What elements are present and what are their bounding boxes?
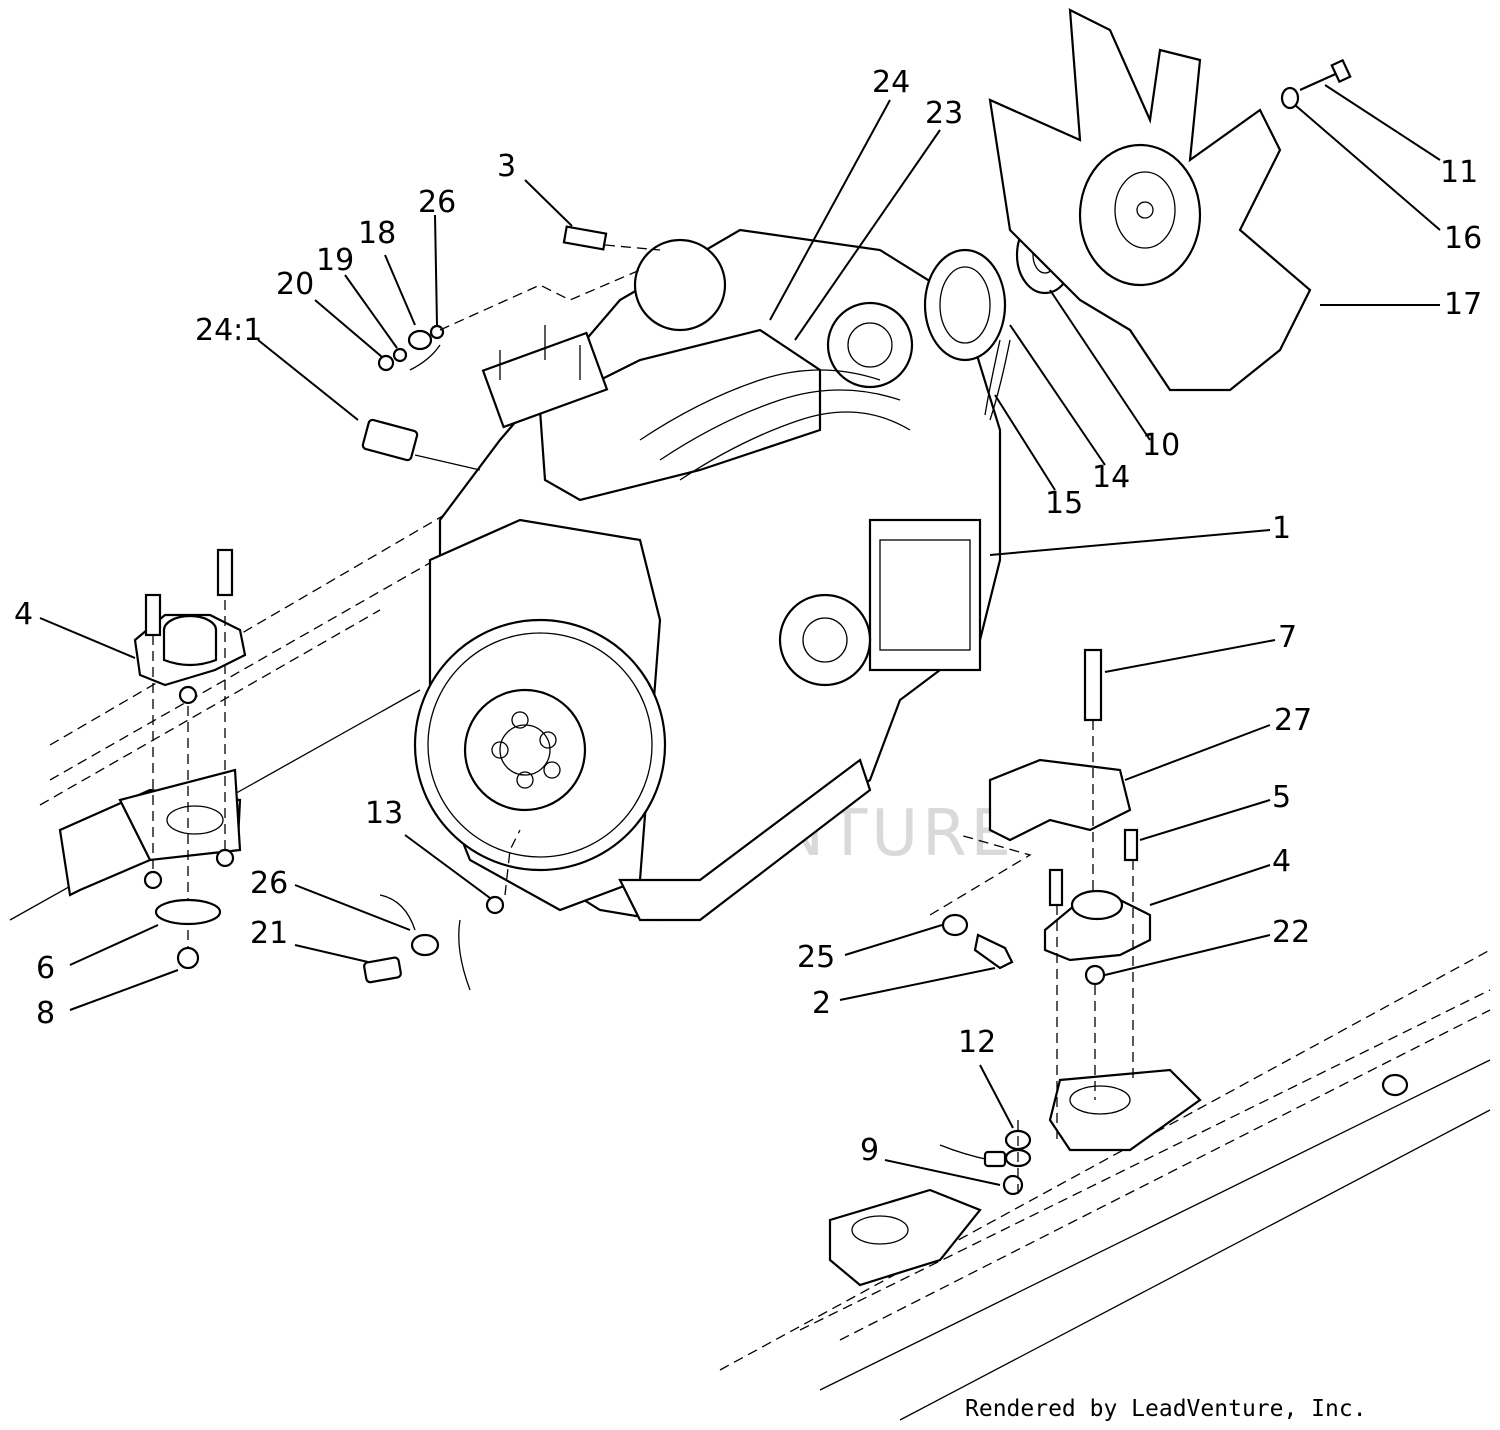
callout-20: 20 bbox=[276, 267, 314, 302]
callout-6: 6 bbox=[36, 951, 55, 986]
callout-24-1: 24:1 bbox=[195, 313, 262, 348]
callout-1: 1 bbox=[1272, 511, 1291, 546]
callout-18: 18 bbox=[358, 216, 396, 251]
engine-assembly bbox=[413, 228, 1002, 922]
callout-15: 15 bbox=[1045, 486, 1083, 521]
cooling-fan bbox=[988, 8, 1312, 392]
callout-26-lower: 26 bbox=[250, 866, 288, 901]
fan-bolt-and-washer bbox=[1280, 58, 1352, 110]
callout-13: 13 bbox=[365, 796, 403, 831]
callout-10: 10 bbox=[1142, 428, 1180, 463]
callout-8: 8 bbox=[36, 996, 55, 1031]
callout-12: 12 bbox=[958, 1025, 996, 1060]
callout-4-right: 4 bbox=[1272, 844, 1291, 879]
callout-4-left: 4 bbox=[14, 597, 33, 632]
callout-22: 22 bbox=[1272, 915, 1310, 950]
callout-19: 19 bbox=[316, 243, 354, 278]
callout-25: 25 bbox=[797, 940, 835, 975]
mount-bolt-and-washer bbox=[929, 834, 1032, 970]
left-engine-mount bbox=[133, 548, 247, 970]
ground-cable-lower bbox=[363, 829, 521, 991]
frame-rail-right bbox=[719, 949, 1491, 1421]
temp-sender bbox=[562, 225, 661, 251]
ground-cable-frame bbox=[939, 1120, 1032, 1196]
callout-23: 23 bbox=[925, 96, 963, 131]
wire-connector bbox=[361, 418, 481, 471]
ground-hardware-top bbox=[377, 269, 641, 372]
callout-21: 21 bbox=[250, 916, 288, 951]
callout-5: 5 bbox=[1272, 780, 1291, 815]
callout-7: 7 bbox=[1278, 620, 1297, 655]
callout-14: 14 bbox=[1092, 460, 1130, 495]
callout-17: 17 bbox=[1444, 287, 1482, 322]
callout-9: 9 bbox=[860, 1133, 879, 1168]
frame-rail-left bbox=[9, 499, 471, 921]
callout-27: 27 bbox=[1274, 703, 1312, 738]
pulley-and-belt bbox=[923, 248, 1011, 421]
callout-24: 24 bbox=[872, 65, 910, 100]
leader-lines bbox=[39, 84, 1441, 1186]
credit-text: Rendered by LeadVenture, Inc. bbox=[965, 1396, 1367, 1422]
callout-11: 11 bbox=[1440, 155, 1478, 190]
callout-labels: 1 2 3 4 4 5 6 7 8 9 10 11 12 13 14 15 16… bbox=[14, 65, 1482, 1168]
callout-2: 2 bbox=[812, 986, 831, 1021]
callout-16: 16 bbox=[1444, 221, 1482, 256]
callout-26-top: 26 bbox=[418, 185, 456, 220]
right-engine-mount bbox=[988, 648, 1152, 1140]
callout-3: 3 bbox=[497, 149, 516, 184]
